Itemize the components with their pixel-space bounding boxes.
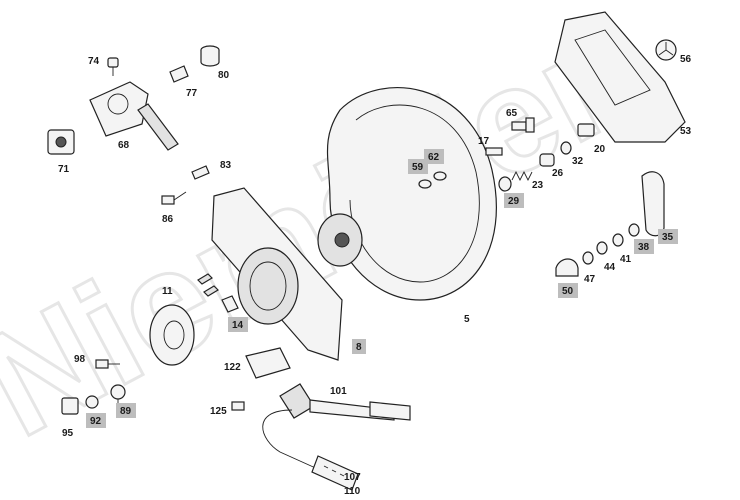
plug-107-110: [311, 455, 359, 491]
part-label-44: 44: [604, 262, 616, 273]
part-label-26: 26: [552, 168, 564, 179]
washer-92: [85, 395, 99, 409]
part-label-32: 32: [572, 156, 584, 167]
part-label-47: 47: [584, 274, 596, 285]
part-label-71: 71: [58, 164, 70, 175]
part-label-41: 41: [620, 254, 632, 265]
part-label-53: 53: [680, 126, 692, 137]
part-label-65: 65: [506, 108, 518, 119]
spring-23: [511, 170, 533, 182]
clip-95: [61, 397, 79, 415]
label-highlight-14: [228, 317, 248, 332]
part-label-35: 35: [662, 232, 674, 243]
part-label-122: 122: [224, 362, 241, 373]
horn-button-35: [641, 171, 665, 237]
washers-38-41-44-47: [582, 223, 640, 265]
part-label-17: 17: [478, 136, 490, 147]
emblem-56: [655, 39, 677, 61]
part-label-29: 29: [508, 196, 520, 207]
part-label-101: 101: [330, 386, 347, 397]
part-label-8: 8: [356, 342, 362, 353]
label-highlight-62: [424, 149, 444, 164]
hub-plate-8: [211, 187, 343, 361]
cap-nut-50: [555, 258, 579, 277]
part-label-50: 50: [562, 286, 574, 297]
part-label-20: 20: [594, 144, 606, 155]
part-label-89: 89: [120, 406, 132, 417]
washer-29: [498, 176, 512, 192]
contact-plate-11: [149, 273, 219, 366]
part-label-107: 107: [344, 472, 361, 483]
part-label-110: 110: [344, 486, 361, 497]
screw-86: [161, 191, 187, 205]
part-label-83: 83: [220, 160, 232, 171]
connector-71: [47, 129, 75, 155]
part-label-23: 23: [532, 180, 544, 191]
part-label-92: 92: [90, 416, 102, 427]
label-highlight-35: [658, 229, 678, 244]
part-label-86: 86: [162, 214, 174, 225]
cover-122: [245, 347, 291, 379]
sleeve-77: [169, 65, 189, 83]
screw-83: [191, 165, 210, 180]
part-label-74: 74: [88, 56, 100, 67]
label-highlight-59: [408, 159, 428, 174]
combination-switch-101: [262, 383, 411, 471]
screw-98: [95, 359, 120, 369]
part-label-62: 62: [428, 152, 440, 163]
bushing-26: [539, 153, 555, 167]
part-label-68: 68: [118, 140, 130, 151]
horn-pad-53: [554, 11, 686, 143]
screw-65: [511, 117, 535, 133]
label-highlight-38: [634, 239, 654, 254]
part-label-95: 95: [62, 428, 74, 439]
part-label-59: 59: [412, 162, 424, 173]
ignition-switch-68: [89, 81, 179, 151]
label-highlight-8: [352, 339, 366, 354]
washers-59-62: [418, 171, 447, 189]
screw-17: [485, 147, 503, 156]
part-label-98: 98: [74, 354, 86, 365]
label-highlight-29: [504, 193, 524, 208]
part-label-80: 80: [218, 70, 230, 81]
bolt-74: [107, 57, 119, 76]
label-highlight-50: [558, 283, 578, 298]
bushing-80: [200, 45, 220, 67]
part-label-14: 14: [232, 320, 244, 331]
part-labels: 74 80 77 71 68 83 86 11 14 98 95 92 89 122 125 101 107 11…: [58, 54, 692, 497]
screw-125: [231, 401, 245, 411]
part-label-11: 11: [162, 286, 173, 297]
label-highlight-92: [86, 413, 106, 428]
steering-wheel-5: [317, 87, 497, 301]
part-label-38: 38: [638, 242, 650, 253]
part-label-5: 5: [464, 314, 470, 325]
label-highlight-89: [116, 403, 136, 418]
part-label-125: 125: [210, 406, 227, 417]
pin-20: [577, 123, 595, 137]
part-label-56: 56: [680, 54, 692, 65]
part-label-77: 77: [186, 88, 198, 99]
ring-32: [560, 141, 572, 155]
clip-14: [221, 295, 239, 313]
